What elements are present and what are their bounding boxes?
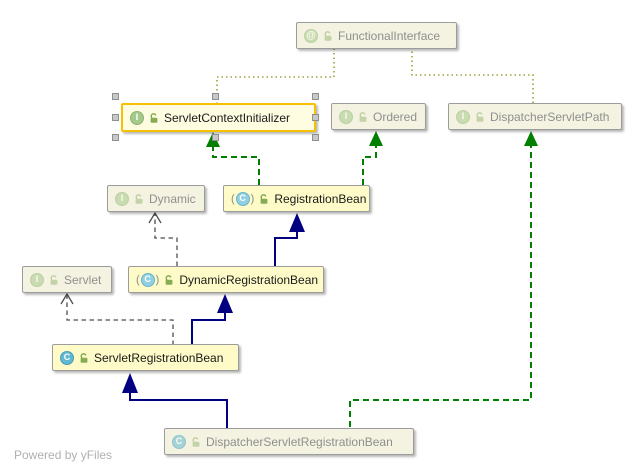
lock-icon	[474, 111, 486, 123]
lock-icon	[163, 274, 175, 286]
interface-icon: I	[115, 191, 129, 206]
node-label: FunctionalInterface	[338, 28, 441, 43]
lock-icon	[258, 193, 270, 205]
node-servlet-registration-bean[interactable]: C ServletRegistrationBean	[52, 344, 239, 371]
lock-icon	[190, 436, 202, 448]
selection-handle-mid-left[interactable]	[112, 114, 119, 121]
lock-icon	[357, 111, 369, 123]
selection-handle-mid-right[interactable]	[312, 114, 319, 121]
edge-servletregistrationbean-implements-servlet[interactable]	[60, 292, 174, 345]
interface-icon: I	[456, 109, 470, 124]
edge-dynamicregistrationbean-extends-registrationbean[interactable]	[274, 213, 305, 266]
edge-dynamicregistrationbean-implements-dynamic[interactable]	[148, 211, 178, 266]
node-dispatcher-servlet-registration-bean[interactable]: C DispatcherServletRegistrationBean	[164, 428, 414, 455]
selection-handle-bottom-center[interactable]	[212, 134, 219, 141]
node-servlet-context-initializer[interactable]: I ServletContextInitializer	[121, 103, 316, 132]
abstract-class-icon: C	[136, 272, 159, 287]
node-label: ServletRegistrationBean	[94, 350, 224, 365]
node-ordered[interactable]: I Ordered	[331, 103, 426, 130]
class-icon: C	[60, 350, 74, 365]
lock-icon	[48, 274, 60, 286]
edge-registrationbean-implements-ordered[interactable]	[362, 131, 383, 185]
node-servlet[interactable]: I Servlet	[22, 266, 112, 293]
node-label: Ordered	[373, 109, 418, 124]
lock-icon	[78, 352, 90, 364]
node-label: DynamicRegistrationBean	[179, 272, 319, 287]
powered-by-yfiles-watermark: Powered by yFiles	[14, 448, 113, 462]
interface-icon: I	[30, 272, 44, 287]
node-dynamic[interactable]: I Dynamic	[107, 185, 205, 212]
node-label: RegistrationBean	[274, 191, 367, 206]
node-label: Dynamic	[149, 191, 196, 206]
edge-servletregistrationbean-extends-dynamicregistrationbean[interactable]	[191, 294, 233, 345]
edge-dispatcherservletpath-annotated-functionalinterface[interactable]	[411, 49, 534, 103]
node-label: DispatcherServletPath	[490, 109, 610, 124]
node-label: Servlet	[64, 272, 102, 287]
lock-icon	[322, 30, 334, 42]
selection-handle-top-center[interactable]	[212, 93, 219, 100]
node-dynamic-registration-bean[interactable]: C DynamicRegistrationBean	[128, 266, 324, 293]
node-label: DispatcherServletRegistrationBean	[206, 434, 393, 449]
edge-dispatcherservletregistrationbean-implements-dispatcherservletpath[interactable]	[349, 131, 538, 427]
selection-handle-top-left[interactable]	[112, 93, 119, 100]
node-registration-bean[interactable]: C RegistrationBean	[223, 185, 370, 212]
node-dispatcher-servlet-path[interactable]: I DispatcherServletPath	[448, 103, 622, 130]
selection-handle-bottom-right[interactable]	[312, 134, 319, 141]
edge-servletcontextinitializer-annotated-functionalinterface[interactable]	[216, 49, 335, 104]
interface-icon: I	[130, 110, 144, 125]
edge-dispatcherservletregistrationbean-extends-servletregistrationbean[interactable]	[122, 373, 228, 428]
node-functional-interface[interactable]: @ FunctionalInterface	[296, 22, 457, 49]
abstract-class-icon: C	[231, 191, 254, 206]
node-label: ServletContextInitializer	[164, 110, 291, 125]
lock-icon	[148, 112, 160, 124]
annotation-icon: @	[304, 28, 318, 43]
selection-handle-bottom-left[interactable]	[112, 134, 119, 141]
selection-handle-top-right[interactable]	[312, 93, 319, 100]
lock-icon	[133, 193, 145, 205]
class-icon: C	[172, 434, 186, 449]
interface-icon: I	[339, 109, 353, 124]
